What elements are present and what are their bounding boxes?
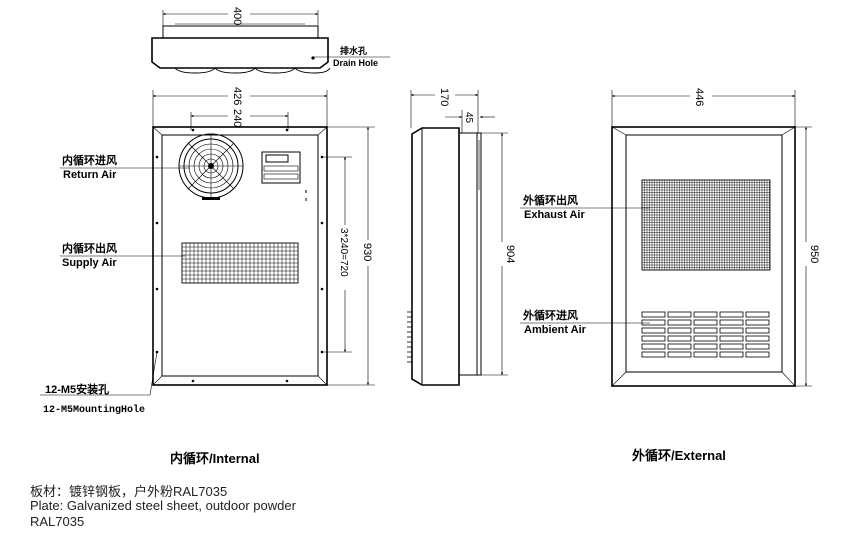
exhaust-air-label-cn: 外循环出风 xyxy=(522,193,578,207)
ambient-air-label-en: Ambient Air xyxy=(524,324,587,336)
mounting-hole-label-cn: 12-M5安装孔 xyxy=(45,382,109,396)
material-note-cn: 板材：镀锌钢板，户外粉RAL7035 xyxy=(30,484,228,499)
fan-icon xyxy=(178,133,244,200)
top-width-dim: 400 xyxy=(231,7,243,25)
exhaust-air-label-en: Exhaust Air xyxy=(524,209,585,221)
supply-air-label-cn: 内循环出风 xyxy=(62,241,117,255)
drain-label-cn: 排水孔 xyxy=(340,45,367,56)
material-note-en-cont: RAL7035 xyxy=(30,514,85,529)
return-air-label-cn: 内循环进风 xyxy=(62,153,117,167)
external-view: 446 950 外循环出风 Exhaust Air 外循环进风 Ambient … xyxy=(520,88,820,463)
controller-display-icon xyxy=(261,151,307,201)
internal-view-title: 内循环/Internal xyxy=(170,451,260,466)
return-air-label-en: Return Air xyxy=(63,169,117,181)
side-flange-dim: 45 xyxy=(463,112,474,124)
hole-spacing-dim: 3*240=720 xyxy=(338,228,349,277)
drain-label-en: Drain Hole xyxy=(333,58,378,68)
material-note-en: Plate: Galvanized steel sheet, outdoor p… xyxy=(30,498,296,513)
side-view: 170 45 904 xyxy=(407,88,516,386)
internal-inner-dim: 240 xyxy=(231,109,243,127)
top-view: 400 排水孔 Drain Hole xyxy=(151,7,390,74)
supply-air-label-en: Supply Air xyxy=(62,257,117,269)
exhaust-air-grille xyxy=(641,179,771,271)
internal-outer-dim: 426 xyxy=(231,87,243,105)
external-height-dim: 950 xyxy=(808,245,820,263)
external-view-title: 外循环/External xyxy=(631,448,726,463)
side-depth-dim: 170 xyxy=(438,88,450,106)
internal-height-dim: 930 xyxy=(361,243,373,261)
internal-view: 426 240 xyxy=(40,87,375,466)
ambient-air-louvers xyxy=(641,311,770,358)
mounting-hole-label-en: 12-M5MountingHole xyxy=(43,404,145,416)
external-width-dim: 446 xyxy=(693,88,705,106)
ambient-air-label-cn: 外循环进风 xyxy=(522,308,578,322)
supply-air-grille xyxy=(181,242,299,284)
side-height-dim: 904 xyxy=(504,245,516,263)
